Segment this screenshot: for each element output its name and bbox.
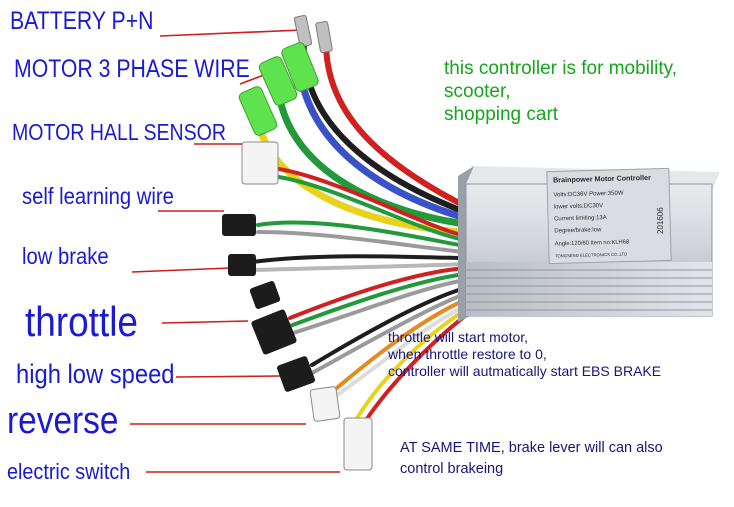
phase-boot-2 — [258, 56, 298, 106]
label-low-brake: low brake — [22, 243, 109, 269]
pointer-battery — [159, 29, 303, 37]
controller-maker: TONGSENG ELECTRONICS CO.,LTD — [555, 252, 627, 259]
phase-boot-3 — [281, 42, 319, 92]
pointer-lines — [130, 29, 340, 473]
purpose-note-line-2: scooter, — [444, 80, 511, 102]
label-throttle: throttle — [25, 298, 138, 345]
label-battery: BATTERY P+N — [10, 7, 154, 35]
electric-switch-connector — [343, 417, 373, 471]
wire-throttle-grey — [288, 278, 467, 336]
battery-terminal-red — [315, 21, 333, 53]
controller-spec-5: Angle:120/60 Item no:KLH68 — [555, 239, 630, 247]
wire-reverse-white — [334, 304, 467, 398]
controller-spec-2: lower volts:DC30V — [554, 203, 603, 210]
label-electric-switch: electric switch — [7, 459, 131, 484]
battery-terminal-black — [293, 14, 313, 48]
throttle-connector — [251, 309, 297, 355]
phase-boot-1 — [238, 86, 278, 136]
label-reverse: reverse — [7, 400, 119, 442]
pointer-high-low-speed — [175, 375, 281, 378]
wire-hall-red — [270, 166, 467, 238]
throttle-note-line-1: throttle will start motor, — [388, 329, 529, 345]
wire-speed-black — [310, 286, 467, 367]
wire-throttle-green — [288, 272, 467, 328]
self-learning-connector — [222, 214, 256, 236]
controller-spec-1: Volts:DC36V Power:350W — [553, 191, 624, 199]
wire-learning-grey — [256, 230, 467, 254]
wire-phase-blue — [296, 68, 469, 222]
battery-terminals — [293, 14, 333, 53]
wire-throttle-red — [288, 266, 467, 320]
throttle-note-line-3: controller will autmatically start EBS B… — [388, 362, 662, 379]
wire-phase-green — [274, 82, 469, 228]
wire-speed-grey — [310, 292, 467, 375]
controller-spec-4: Degree/brake:low — [554, 227, 602, 234]
throttle-note-line-2: when throttle restore to 0, — [388, 345, 547, 362]
wire-brake-black — [250, 254, 467, 264]
brake-note: AT SAME TIME, brake lever will can also … — [400, 438, 663, 480]
low-brake-connector — [228, 254, 256, 276]
pointer-throttle — [161, 320, 249, 324]
motor-phase-connectors — [238, 42, 319, 136]
black-connectors — [222, 214, 315, 392]
controller-fins — [466, 262, 712, 316]
purpose-note-line-3: shopping cart — [444, 103, 559, 125]
label-motor-phase: MOTOR 3 PHASE WIRE — [14, 55, 250, 83]
wire-brake-grey — [250, 262, 467, 272]
wire-switch-red — [364, 314, 467, 422]
throttle-note: throttle will start motor, when throttle… — [388, 329, 661, 379]
fin-lines — [466, 269, 712, 311]
purpose-note-line-1: this controller is for mobility, — [444, 58, 677, 79]
wire-harness — [250, 37, 469, 422]
wire-switch-yellow — [354, 308, 467, 422]
wire-battery-red — [322, 37, 468, 209]
wire-hall-green — [270, 174, 467, 242]
controller-label-plate — [546, 167, 672, 265]
brake-note-line-2: control brakeing — [400, 461, 504, 478]
wire-reverse-orange — [330, 298, 467, 394]
controller-title: Brainpower Motor Controller — [553, 173, 651, 185]
label-hall-sensor: MOTOR HALL SENSOR — [12, 119, 227, 145]
hall-sensor-plug — [241, 141, 279, 185]
high-low-speed-connector — [277, 356, 315, 392]
reverse-connector — [309, 386, 341, 422]
label-self-learning: self learning wire — [22, 183, 174, 209]
brake-note-line-1: AT SAME TIME, brake lever will can also — [400, 440, 663, 456]
low-brake-connector-2 — [249, 281, 281, 309]
controller-unit: Brainpower Motor Controller Volts:DC36V … — [458, 166, 720, 322]
label-high-low-speed: high low speed — [16, 359, 175, 389]
controller-serial: 201606 — [656, 207, 665, 234]
wire-learning-green — [256, 220, 467, 248]
purpose-note: this controller is for mobility, scooter… — [444, 58, 677, 126]
controller-spec-3: Current limiting:13A — [554, 215, 607, 222]
pointer-low-brake — [131, 267, 231, 273]
